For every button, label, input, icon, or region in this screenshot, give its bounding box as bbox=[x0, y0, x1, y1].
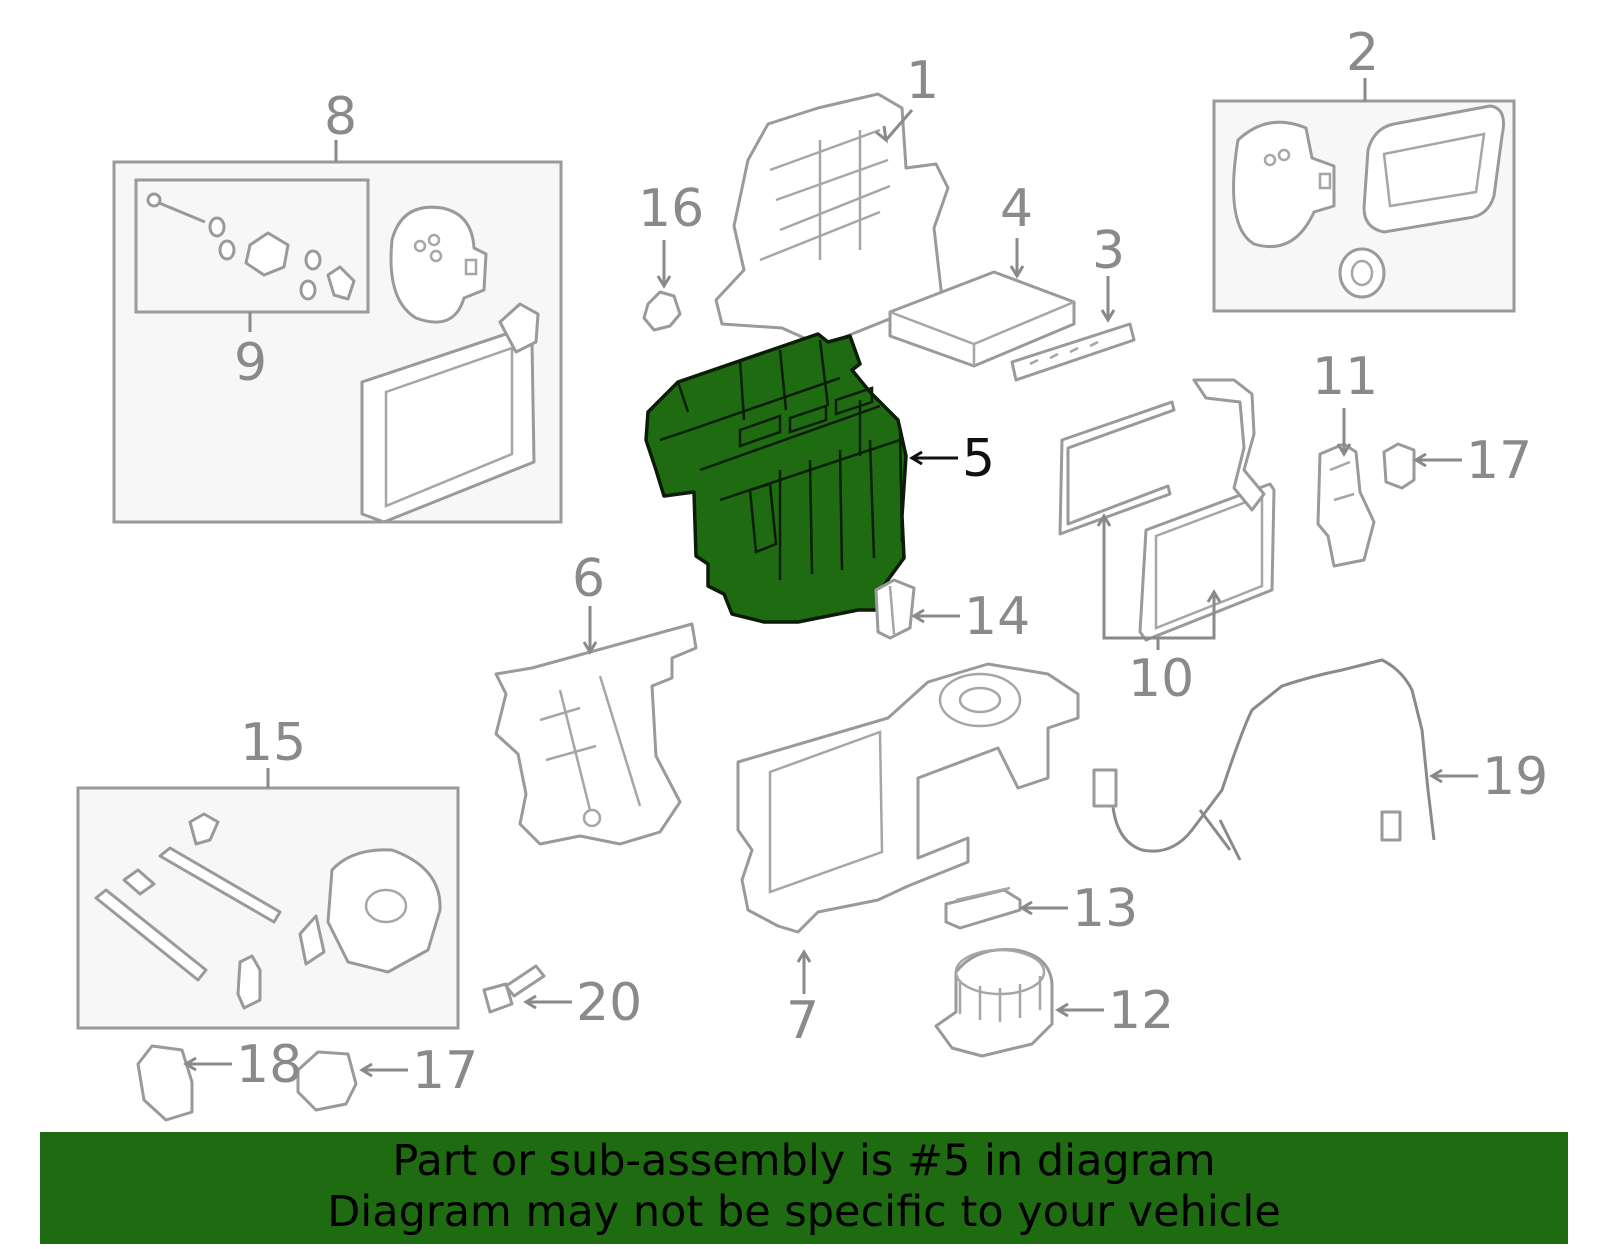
part-18-actuator[interactable] bbox=[136, 1044, 194, 1122]
parts-diagram: 1 2 3 4 5 6 7 8 9 10 11 12 13 14 15 16 1… bbox=[76, 23, 1548, 1122]
part-1-upper-case[interactable] bbox=[714, 92, 950, 348]
label-part-7: 7 bbox=[786, 991, 819, 1051]
part-4-filter[interactable] bbox=[888, 270, 1076, 368]
label-part-17-bottom: 17 bbox=[412, 1041, 478, 1101]
label-part-15: 15 bbox=[240, 713, 306, 773]
label-part-19: 19 bbox=[1482, 747, 1548, 807]
part-7-lower-case[interactable] bbox=[736, 662, 1080, 934]
part-11-actuator[interactable] bbox=[1316, 442, 1376, 568]
label-part-3: 3 bbox=[1092, 221, 1125, 281]
leader-lines bbox=[183, 78, 1478, 1078]
label-part-5: 5 bbox=[962, 429, 995, 489]
part-20-sensor[interactable] bbox=[482, 964, 546, 1014]
label-part-17-right: 17 bbox=[1466, 431, 1532, 491]
part-17-actuator-bottom[interactable] bbox=[296, 1050, 358, 1112]
part-13-resistor[interactable] bbox=[944, 886, 1022, 930]
label-part-2: 2 bbox=[1346, 23, 1379, 83]
label-part-4: 4 bbox=[1000, 179, 1033, 239]
label-part-20: 20 bbox=[576, 973, 642, 1033]
banner-line-1: Part or sub-assembly is #5 in diagram bbox=[392, 1136, 1216, 1186]
part-group-15[interactable] bbox=[76, 786, 460, 1030]
label-part-1: 1 bbox=[906, 51, 939, 111]
part-3-damper[interactable] bbox=[1010, 322, 1136, 382]
evaporator-core-icon bbox=[360, 302, 540, 524]
banner-line-2: Diagram may not be specific to your vehi… bbox=[327, 1187, 1281, 1237]
part-10-heater-core[interactable] bbox=[1058, 378, 1276, 642]
part-19-wire-harness[interactable] bbox=[1092, 658, 1436, 861]
label-part-11: 11 bbox=[1312, 347, 1378, 407]
label-part-10: 10 bbox=[1128, 649, 1194, 709]
cover-plate-icon bbox=[389, 205, 488, 324]
bolt-hardware-icon bbox=[146, 192, 356, 301]
info-banner: Part or sub-assembly is #5 in diagram Di… bbox=[40, 1132, 1568, 1244]
label-part-14: 14 bbox=[964, 587, 1030, 647]
label-part-13: 13 bbox=[1072, 879, 1138, 939]
part-17-actuator-right[interactable] bbox=[1382, 442, 1416, 490]
part-14-bracket[interactable] bbox=[874, 578, 916, 640]
label-part-18: 18 bbox=[236, 1035, 302, 1095]
label-part-12: 12 bbox=[1108, 981, 1174, 1041]
part-5-heater-case[interactable] bbox=[644, 332, 908, 624]
part-12-blower-motor[interactable] bbox=[934, 947, 1054, 1058]
callout-labels: 1 2 3 4 5 6 7 8 9 10 11 12 13 14 15 16 1… bbox=[234, 23, 1548, 1101]
label-part-16: 16 bbox=[638, 179, 704, 239]
label-part-6: 6 bbox=[572, 549, 605, 609]
part-6-duct[interactable] bbox=[494, 622, 698, 846]
label-part-8: 8 bbox=[324, 87, 357, 147]
part-group-2[interactable] bbox=[1212, 99, 1516, 313]
part-16-clip[interactable] bbox=[642, 290, 682, 332]
label-part-9: 9 bbox=[234, 333, 267, 393]
part-group-8[interactable] bbox=[112, 160, 563, 524]
